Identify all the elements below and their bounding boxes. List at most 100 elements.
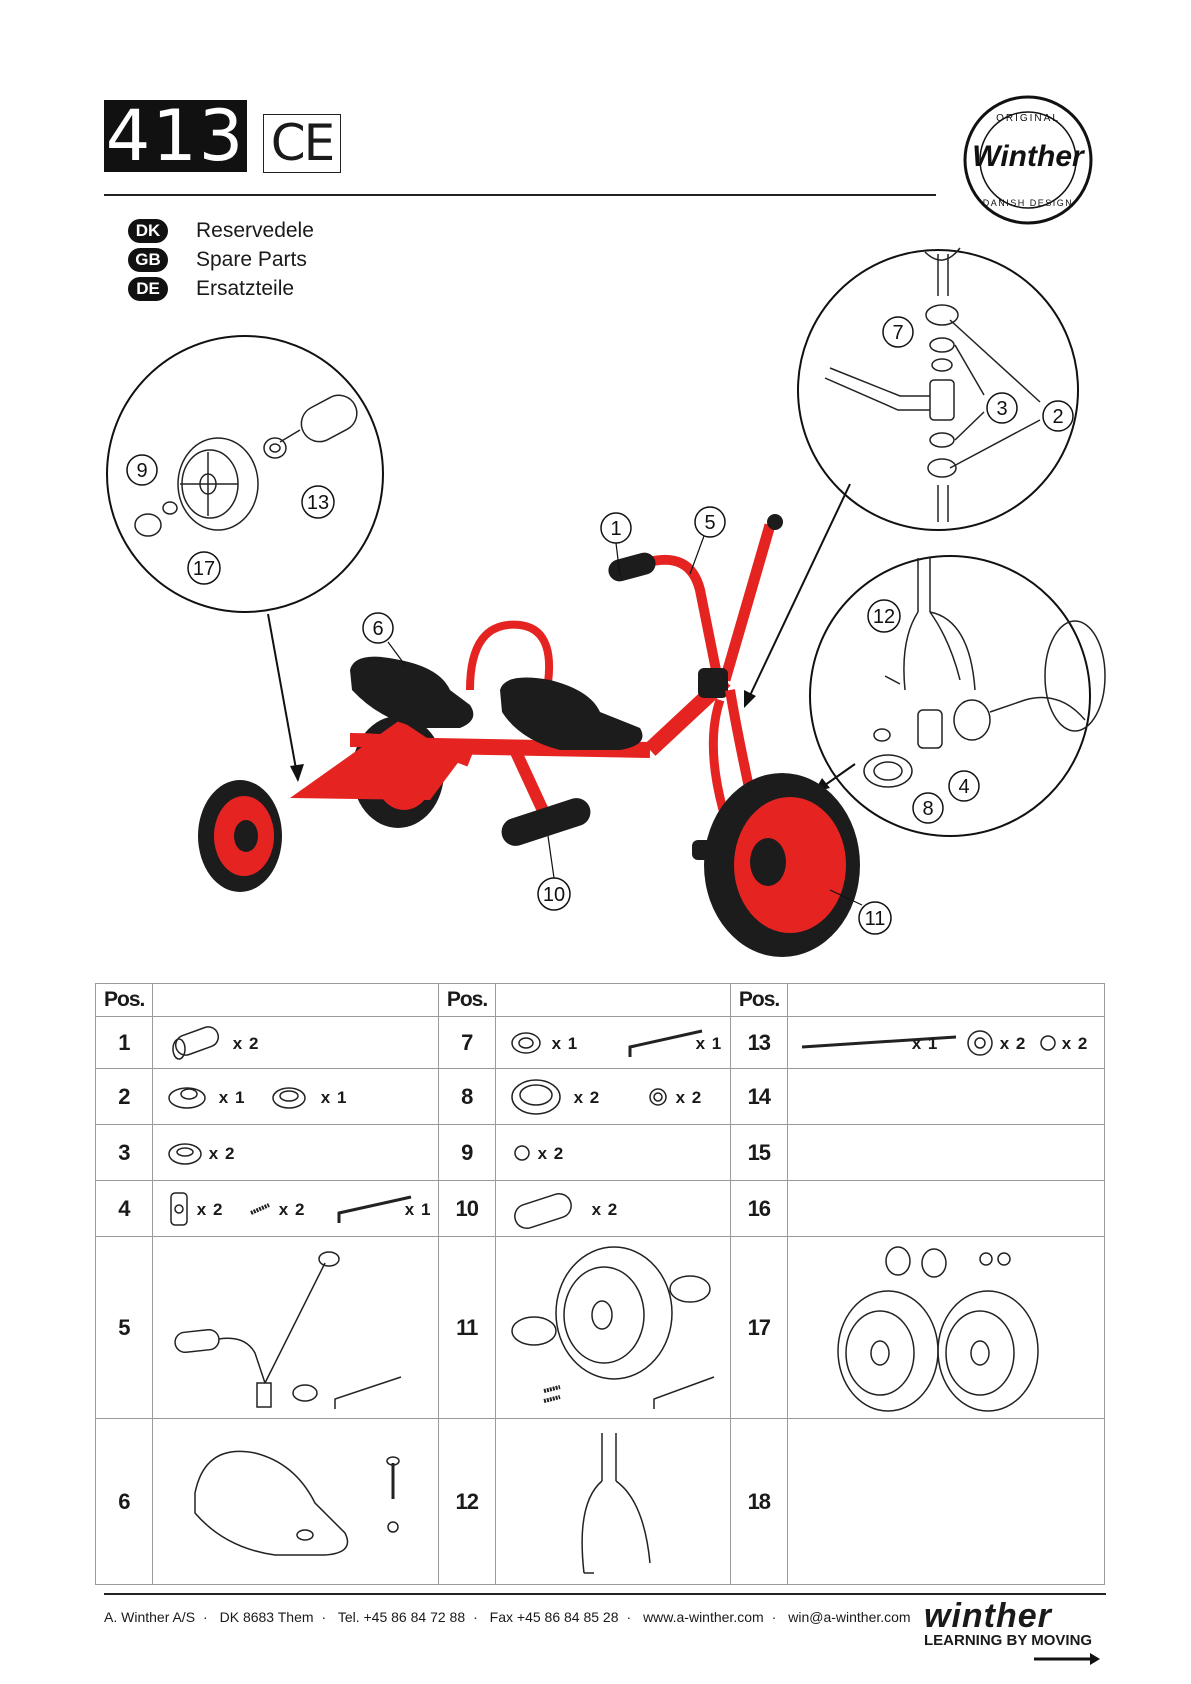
pos-header: Pos. bbox=[95, 983, 153, 1017]
svg-text:3: 3 bbox=[996, 398, 1007, 420]
axle-icon bbox=[801, 1035, 956, 1049]
qty-label: x 1 bbox=[404, 1200, 432, 1219]
callout-3: 3 bbox=[986, 392, 1018, 424]
pos-cell: 5 bbox=[95, 1236, 153, 1419]
part-cell: x 2 bbox=[494, 1124, 731, 1181]
part-cell bbox=[786, 1236, 1106, 1419]
part-cell bbox=[151, 1418, 439, 1585]
part-cell: x 2 x 2 bbox=[494, 1068, 731, 1125]
cap-nut-icon bbox=[513, 1145, 530, 1161]
qty-label: x 2 bbox=[537, 1144, 565, 1163]
detail-circle-rear-wheel bbox=[106, 335, 384, 613]
qty-label: x 1 bbox=[551, 1034, 579, 1053]
pos-cell: 11 bbox=[437, 1236, 496, 1419]
seat-with-bolt-icon bbox=[194, 1450, 400, 1556]
svg-text:12: 12 bbox=[873, 606, 895, 628]
qty-label: x 2 bbox=[232, 1034, 260, 1053]
callout-5: 5 bbox=[694, 506, 726, 538]
pedal-icon bbox=[510, 1079, 561, 1115]
table-row: 2 x 1 x 1 8 x 2 x 2 14 bbox=[95, 1068, 1106, 1125]
allen-key-icon bbox=[628, 1029, 702, 1057]
svg-text:8: 8 bbox=[922, 798, 933, 820]
qty-label: x 2 bbox=[196, 1200, 224, 1219]
callout-17: 17 bbox=[187, 551, 221, 585]
part-header bbox=[494, 983, 731, 1017]
detail-circle-front-fork bbox=[809, 555, 1091, 837]
part-cell: x 2 bbox=[151, 1124, 439, 1181]
spare-parts-table: Pos. Pos. Pos. 1 x 2 7 x 1 x 1 13 x 1 x … bbox=[95, 983, 1106, 1585]
part-cell bbox=[786, 1068, 1106, 1125]
qty-label: x 2 bbox=[675, 1088, 703, 1107]
detail-circle-headset bbox=[797, 249, 1079, 531]
tricycle-exploded-illustration: 1 5 6 10 11 9 13 17 7 3 2 12 4 8 bbox=[106, 247, 1106, 957]
seal-top-text: ORIGINAL bbox=[996, 113, 1060, 124]
pos-cell: 16 bbox=[729, 1180, 788, 1237]
part-cell bbox=[786, 1418, 1106, 1585]
svg-text:2: 2 bbox=[1052, 406, 1063, 428]
footer-web: www.a-winther.com bbox=[643, 1609, 764, 1625]
footer-email: win@a-winther.com bbox=[788, 1609, 911, 1625]
callout-6: 6 bbox=[362, 612, 394, 644]
svg-text:7: 7 bbox=[892, 322, 903, 344]
callout-13: 13 bbox=[301, 485, 335, 519]
qty-label: x 1 bbox=[695, 1034, 723, 1053]
washer-icon bbox=[966, 1030, 993, 1056]
footer-brand-logo: winther bbox=[924, 1597, 1052, 1635]
part-cell: x 2 x 2 x 1 bbox=[151, 1180, 439, 1237]
pos-cell: 7 bbox=[437, 1016, 496, 1069]
callout-2: 2 bbox=[1042, 400, 1074, 432]
callout-8: 8 bbox=[912, 792, 944, 824]
tricycle bbox=[198, 514, 860, 957]
callout-4: 4 bbox=[948, 770, 980, 802]
footrest-grip-icon bbox=[513, 1192, 572, 1230]
seal-brand-text: Winther bbox=[972, 140, 1086, 173]
svg-text:10: 10 bbox=[543, 884, 565, 906]
part-cell bbox=[786, 1180, 1106, 1237]
qty-label: x 1 bbox=[218, 1088, 246, 1107]
svg-text:11: 11 bbox=[865, 908, 886, 930]
pos-cell: 14 bbox=[729, 1068, 788, 1125]
table-header-row: Pos. Pos. Pos. bbox=[95, 983, 1106, 1017]
pos-cell: 17 bbox=[729, 1236, 788, 1419]
part-cell bbox=[151, 1236, 439, 1419]
clamp-icon bbox=[510, 1032, 541, 1054]
part-cell: x 1 x 1 bbox=[494, 1016, 731, 1069]
nut-icon bbox=[1039, 1035, 1056, 1051]
svg-text:6: 6 bbox=[372, 618, 383, 640]
language-label: Spare Parts bbox=[196, 248, 307, 271]
ce-mark: CE bbox=[263, 114, 341, 173]
headset-ring-icon bbox=[272, 1087, 306, 1109]
pos-cell: 9 bbox=[437, 1124, 496, 1181]
arrow-right-icon bbox=[1034, 1653, 1100, 1665]
pos-cell: 4 bbox=[95, 1180, 153, 1237]
table-row: 6 12 18 bbox=[95, 1418, 1106, 1585]
svg-text:1: 1 bbox=[610, 518, 621, 540]
qty-label: x 2 bbox=[208, 1144, 236, 1163]
headset-cup-icon bbox=[168, 1087, 206, 1109]
table-row: 5 11 17 bbox=[95, 1236, 1106, 1419]
winther-seal-logo: Winther ORIGINAL DANISH DESIGN bbox=[963, 95, 1093, 225]
callout-12: 12 bbox=[867, 599, 901, 633]
allen-key-icon bbox=[337, 1195, 412, 1223]
qty-label: x 1 bbox=[320, 1088, 348, 1107]
table-row: 3 x 2 9 x 2 15 bbox=[95, 1124, 1106, 1181]
language-label: Reservedele bbox=[196, 219, 314, 242]
pos-cell: 2 bbox=[95, 1068, 153, 1125]
qty-label: x 1 bbox=[911, 1034, 939, 1053]
language-label: Ersatzteile bbox=[196, 277, 295, 300]
front-wheel-assembly-icon bbox=[510, 1246, 714, 1409]
pos-cell: 1 bbox=[95, 1016, 153, 1069]
qty-label: x 2 bbox=[1061, 1034, 1089, 1053]
set-screw-icon bbox=[249, 1203, 270, 1215]
qty-label: x 2 bbox=[999, 1034, 1027, 1053]
footer-company: A. Winther A/S bbox=[104, 1609, 196, 1625]
footer-fax: Fax +45 86 84 85 28 bbox=[489, 1609, 619, 1625]
footer-divider bbox=[104, 1593, 1106, 1595]
part-cell bbox=[494, 1418, 731, 1585]
qty-label: x 2 bbox=[573, 1088, 601, 1107]
callout-1: 1 bbox=[600, 512, 632, 544]
part-cell: x 1 x 2 x 2 bbox=[786, 1016, 1106, 1069]
pos-header: Pos. bbox=[437, 983, 496, 1017]
part-cell bbox=[494, 1236, 731, 1419]
language-badge: GB bbox=[128, 248, 168, 272]
